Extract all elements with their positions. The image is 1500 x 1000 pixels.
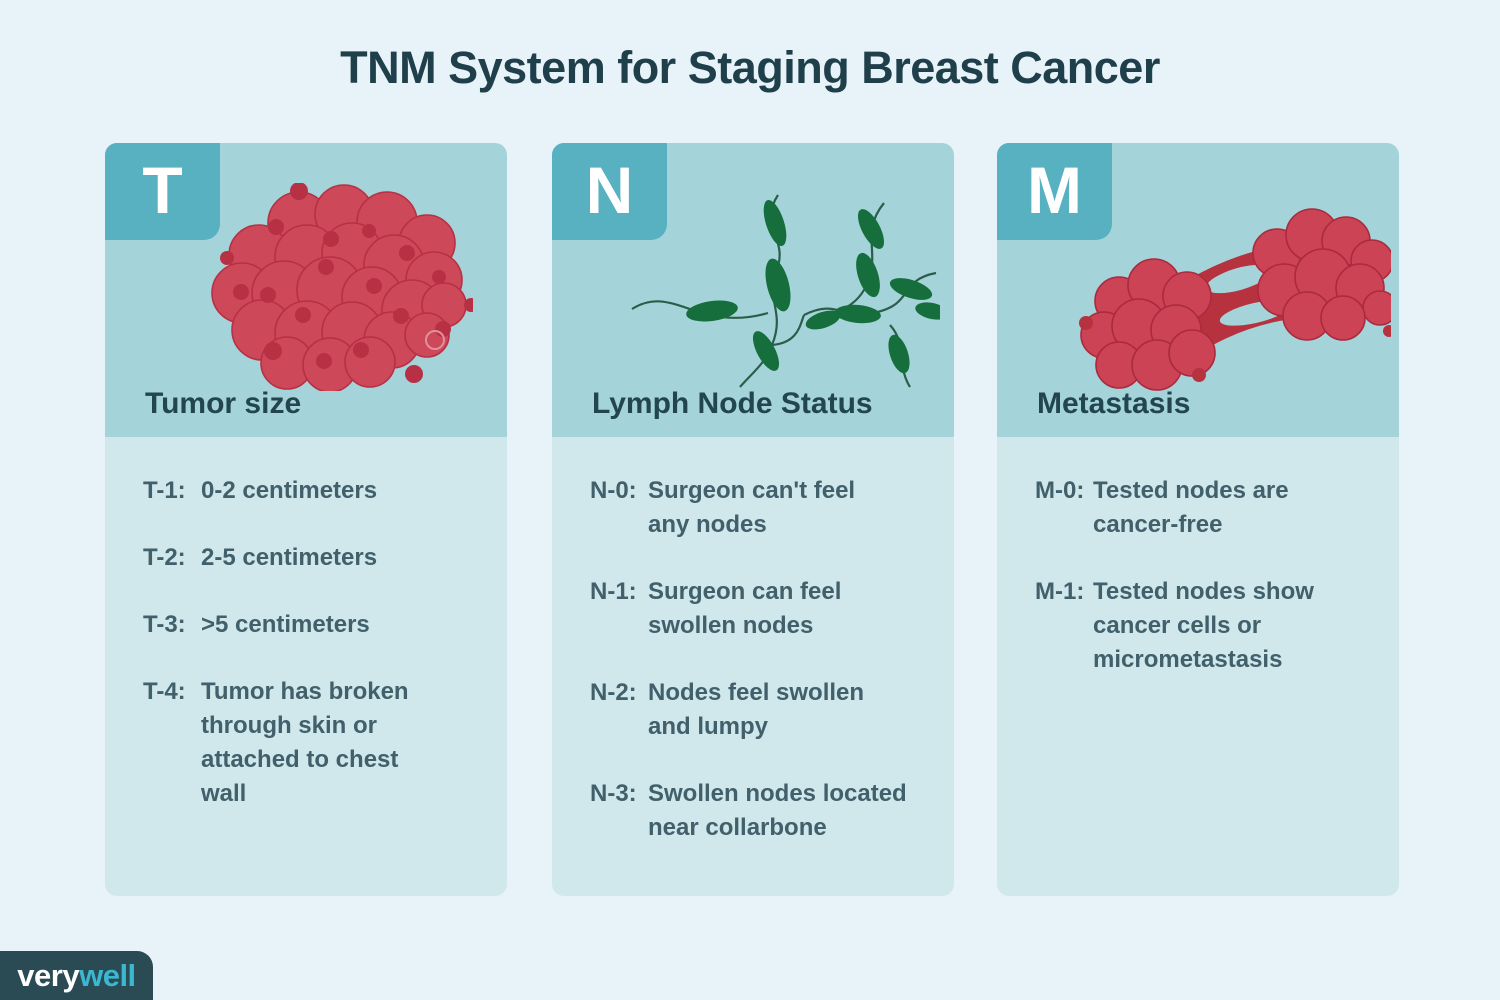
list-item: N-1: Surgeon can feel swollen nodes — [590, 575, 926, 643]
list-item: M-1: Tested nodes show cancer cells or mi… — [1035, 575, 1371, 677]
card-metastasis-list: M-0: Tested nodes are cancer-free M-1: Tes… — [997, 437, 1399, 896]
list-item: T-1: 0-2 centimeters — [143, 474, 479, 508]
item-text: Surgeon can feel swollen nodes — [648, 578, 842, 639]
metastasis-spreading-clusters-icon — [1079, 208, 1391, 391]
list-item: T-2: 2-5 centimeters — [143, 541, 479, 575]
card-lymph-node-status-header: N Lymph Node Status — [552, 143, 954, 437]
item-label: N-2: — [590, 679, 637, 706]
tab-letter-n: N — [552, 143, 667, 240]
item-text: Swollen nodes located near collarbone — [648, 780, 907, 841]
logo-text-well: well — [79, 958, 136, 993]
item-text: 2-5 centimeters — [201, 544, 378, 571]
card-heading-metastasis: Metastasis — [1037, 387, 1191, 420]
list-item: M-0: Tested nodes are cancer-free — [1035, 474, 1371, 542]
card-heading-lymph-node-status: Lymph Node Status — [592, 387, 873, 420]
item-text: 0-2 centimeters — [201, 477, 378, 504]
item-label: N-1: — [590, 578, 637, 605]
item-label: N-0: — [590, 477, 637, 504]
card-metastasis: M Metastasis M-0: Tested nodes are cancer… — [997, 143, 1399, 896]
list-item: N-2: Nodes feel swollen and lumpy — [590, 676, 926, 744]
item-label: T-4: — [143, 678, 186, 705]
card-lymph-node-status-list: N-0: Surgeon can't feel any nodes N-1: Sur… — [552, 437, 954, 896]
card-tumor-size-header: T Tumor size — [105, 143, 507, 437]
item-label: T-2: — [143, 544, 186, 571]
list-item: T-3: >5 centimeters — [143, 608, 479, 642]
lymph-node-branches-icon — [631, 194, 940, 388]
tumor-cell-cluster-icon — [211, 183, 473, 391]
list-item: N-3: Swollen nodes located near collarbon… — [590, 777, 926, 845]
item-label: T-3: — [143, 611, 186, 638]
card-tumor-size: T Tumor size T-1: 0-2 centimeters T-2: 2-5… — [105, 143, 507, 896]
logo-text-very: very — [17, 958, 80, 993]
card-metastasis-header: M Metastasis — [997, 143, 1399, 437]
item-label: M-0: — [1035, 477, 1085, 504]
item-label: T-1: — [143, 477, 186, 504]
item-label: N-3: — [590, 780, 637, 807]
card-lymph-node-status: N Lymph Node Status N-0: Surgeon can't fe… — [552, 143, 954, 896]
list-item: N-0: Surgeon can't feel any nodes — [590, 474, 926, 542]
tab-letter-m: M — [997, 143, 1112, 240]
item-text: Tested nodes show cancer cells or microm… — [1093, 578, 1314, 673]
card-heading-tumor-size: Tumor size — [145, 387, 302, 420]
page-title: TNM System for Staging Breast Cancer — [340, 42, 1160, 93]
list-item: T-4: Tumor has broken through skin or att… — [143, 675, 479, 811]
card-tumor-size-list: T-1:0-2 centimeters T-2:2-5 centimeters … — [105, 437, 507, 896]
item-text: Nodes feel swollen and lumpy — [648, 679, 865, 740]
tab-letter-t: T — [105, 143, 220, 240]
item-text: Surgeon can't feel any nodes — [648, 477, 856, 538]
item-label: M-1: — [1035, 578, 1085, 605]
item-text: >5 centimeters — [201, 611, 370, 638]
item-text: Tested nodes are cancer-free — [1093, 477, 1289, 538]
item-text: Tumor has broken through skin or attache… — [201, 678, 409, 807]
